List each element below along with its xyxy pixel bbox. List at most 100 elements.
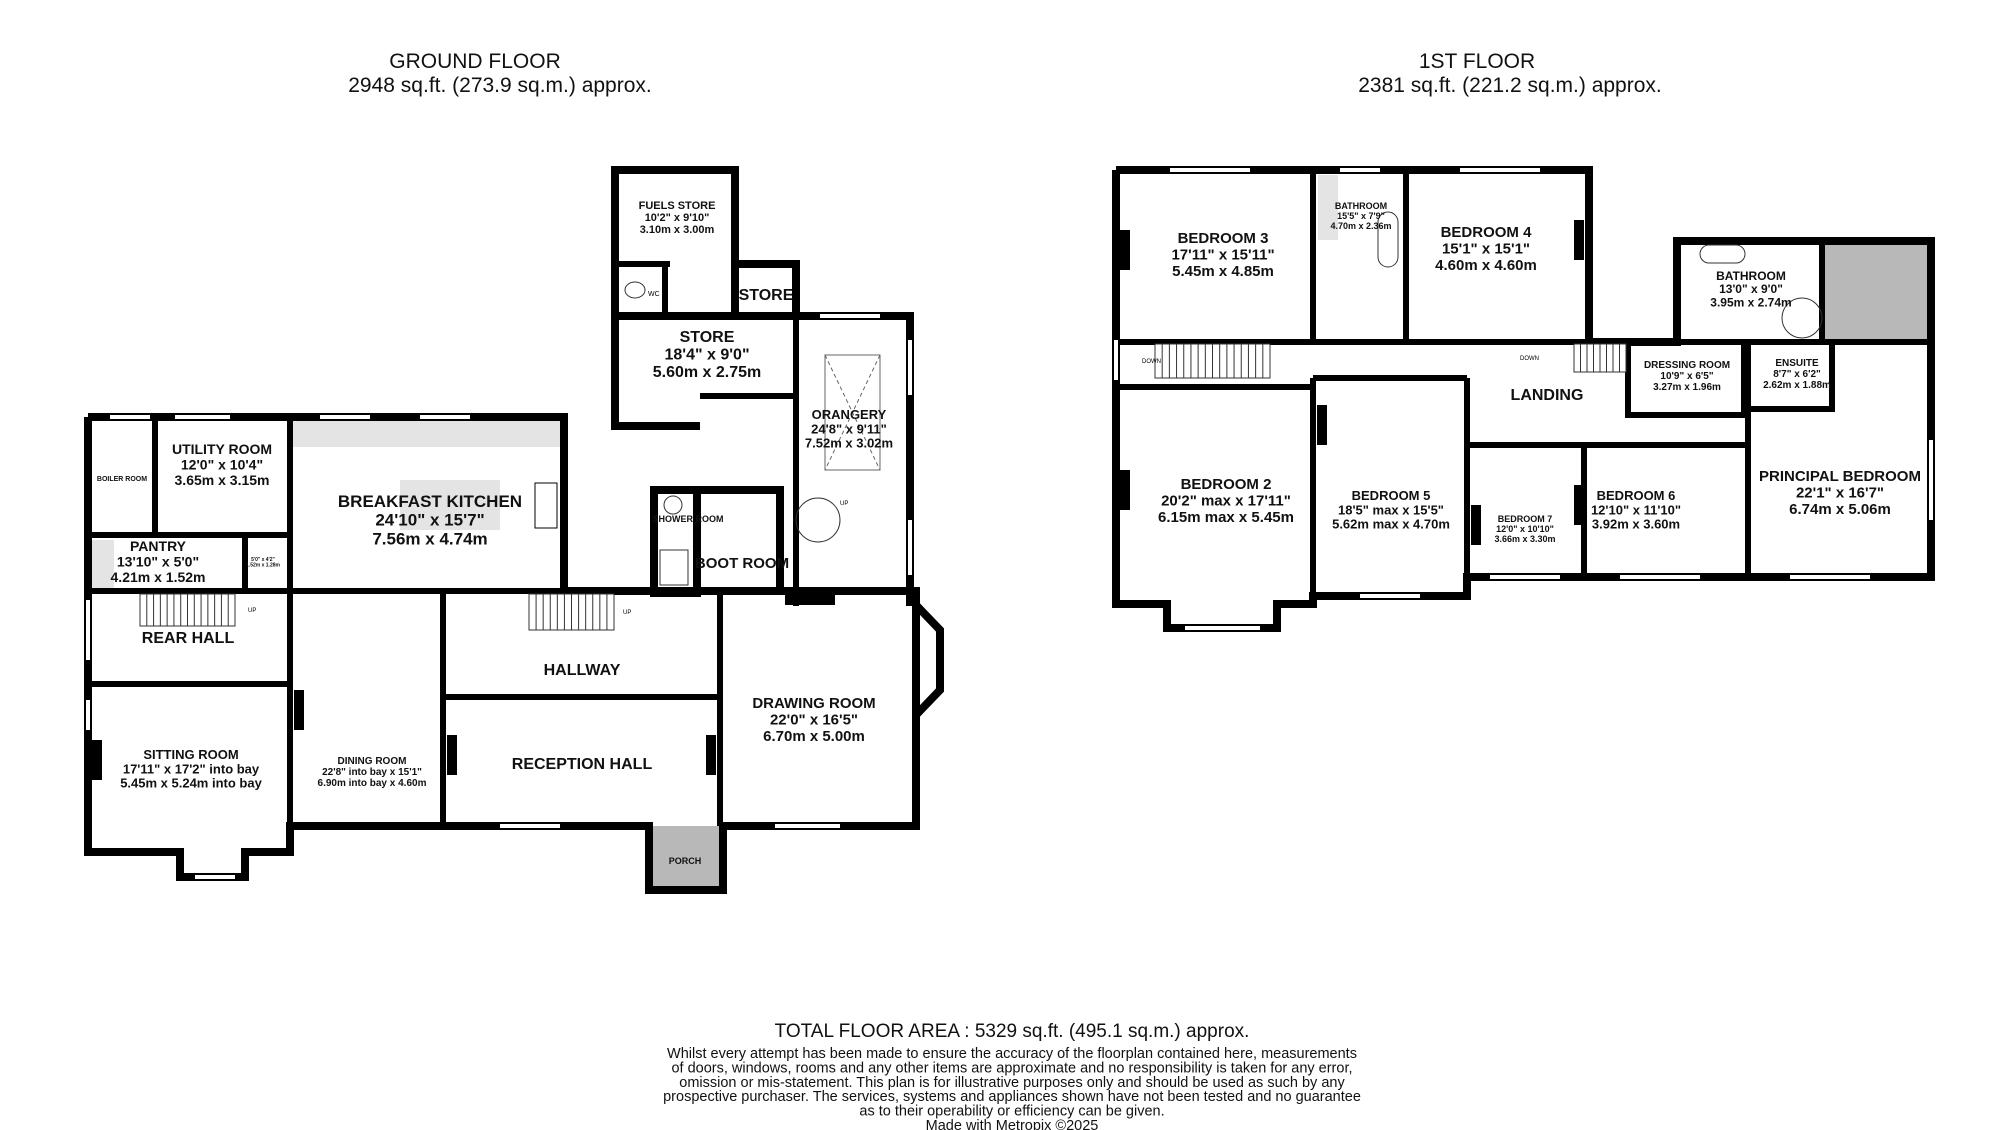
room-name: ENSUITE	[1775, 358, 1819, 369]
kitchen-counter	[293, 421, 561, 447]
room-label: LANDING	[1511, 387, 1584, 404]
room-metric: 1.52m x 1.28m	[246, 563, 280, 569]
first-floor-plan: DOWN DOWN	[1112, 166, 1935, 632]
down-label: DOWN	[1520, 356, 1539, 362]
drawing-room-bay	[913, 602, 944, 718]
room-imperial: 24'10" x 15'7"	[375, 511, 484, 530]
room-name: DINING ROOM	[338, 756, 407, 767]
fireplace-icon	[1574, 220, 1584, 260]
first-floor-area: 2381 sq.ft. (221.2 sq.m.) approx.	[1358, 74, 1662, 97]
porch-floor	[649, 826, 723, 890]
room-metric: 4.70m x 2.36m	[1330, 221, 1391, 231]
room-name: BEDROOM 3	[1178, 230, 1269, 247]
disclaimer-line: prospective purchaser. The services, sys…	[663, 1089, 1361, 1105]
room-imperial: 17'11" x 15'11"	[1171, 247, 1274, 264]
room-metric: 7.56m x 4.74m	[372, 529, 487, 548]
room-imperial: 12'0" x 10'4"	[181, 456, 263, 472]
room-metric: 3.92m x 3.60m	[1592, 517, 1680, 532]
boot-room-walls	[697, 486, 784, 593]
room-metric: 3.65m x 3.15m	[175, 472, 270, 488]
disclaimer-line: Whilst every attempt has been made to en…	[667, 1046, 1357, 1062]
orangery-walls	[796, 312, 914, 606]
room-imperial: 18'5" max x 15'5"	[1338, 502, 1444, 517]
spiral-stair	[1781, 297, 1823, 339]
room-imperial: 13'10" x 5'0"	[117, 553, 199, 569]
room-imperial: 20'2" max x 17'11"	[1161, 493, 1291, 510]
spiral-stair	[795, 497, 841, 543]
void-area	[1822, 241, 1931, 342]
room-metric: 3.66m x 3.30m	[1494, 534, 1555, 544]
room-name: BEDROOM 2	[1181, 476, 1272, 493]
room-name: SITTING ROOM	[143, 747, 238, 762]
up-label: UP	[623, 610, 631, 616]
room-imperial: 15'1" x 15'1"	[1442, 241, 1530, 258]
room-imperial: 13'0" x 9'0"	[1719, 282, 1783, 296]
room-name: SHOWER ROOM	[653, 514, 724, 524]
room-metric: 5.60m x 2.75m	[653, 364, 762, 381]
room-metric: 5.45m x 4.85m	[1172, 263, 1274, 280]
room-name: PORCH	[669, 856, 702, 866]
room-imperial: 24'8" x 9'11"	[811, 421, 887, 436]
room-name: BEDROOM 7	[1498, 514, 1553, 524]
hob-icon	[534, 482, 558, 529]
room-metric: 5.62m max x 4.70m	[1332, 517, 1450, 532]
room-metric: 3.27m x 1.96m	[1653, 382, 1721, 393]
kitchen-island	[400, 480, 500, 530]
room-label: RECEPTION HALL	[512, 756, 653, 773]
room-imperial: 15'5" x 7'9"	[1337, 211, 1385, 221]
room-metric: 2.62m x 1.88m	[1763, 380, 1831, 391]
room-name: BEDROOM 4	[1441, 224, 1533, 241]
room-name: HALLWAY	[544, 662, 621, 679]
fireplace-icon	[1120, 230, 1130, 270]
up-label: UP	[840, 501, 848, 507]
bathtub-icon	[1377, 211, 1399, 268]
room-label: REAR HALL	[142, 630, 235, 647]
room-imperial: 12'0" x 10'10"	[1496, 524, 1554, 534]
room-imperial: 8'7" x 6'2"	[1773, 369, 1821, 380]
room-imperial: 10'9" x 6'5"	[1660, 371, 1713, 382]
first-floor-title: 1ST FLOOR	[1419, 50, 1535, 73]
total-floor-area: TOTAL FLOOR AREA : 5329 sq.ft. (495.1 sq…	[775, 1021, 1250, 1042]
room-label: BOILER ROOM	[97, 476, 147, 483]
room-name: BOOT ROOM	[695, 555, 789, 572]
room-name: BATHROOM	[1335, 201, 1387, 211]
first-floor-stairs	[1154, 343, 1271, 379]
disclaimer-line: of doors, windows, rooms and any other i…	[671, 1060, 1352, 1076]
store-walls	[611, 312, 796, 430]
credit: Made with Metropix ©2025	[926, 1118, 1099, 1130]
pantry-shelf	[92, 540, 114, 588]
toilet-icon	[624, 281, 646, 299]
fireplace-icon	[294, 690, 304, 730]
room-label: PORCH	[669, 856, 702, 866]
room-name: BREAKFAST KITCHEN	[338, 492, 522, 511]
room-label: STORE	[739, 287, 794, 304]
room-label: HALLWAY	[544, 662, 621, 679]
fireplace-icon	[785, 595, 835, 605]
shower-tray-icon	[659, 549, 689, 586]
bathroom-vanity	[1318, 175, 1338, 240]
room-metric: 6.74m x 5.06m	[1789, 501, 1891, 518]
room-metric: 6.90m into bay x 4.60m	[318, 778, 427, 789]
room-label: SHOWER ROOM	[653, 514, 724, 524]
room-metric: 3.10m x 3.00m	[640, 224, 715, 236]
room-name: PANTRY	[130, 538, 187, 554]
room-name: FUELS STORE	[639, 200, 716, 212]
room-metric: 4.21m x 1.52m	[111, 569, 206, 585]
